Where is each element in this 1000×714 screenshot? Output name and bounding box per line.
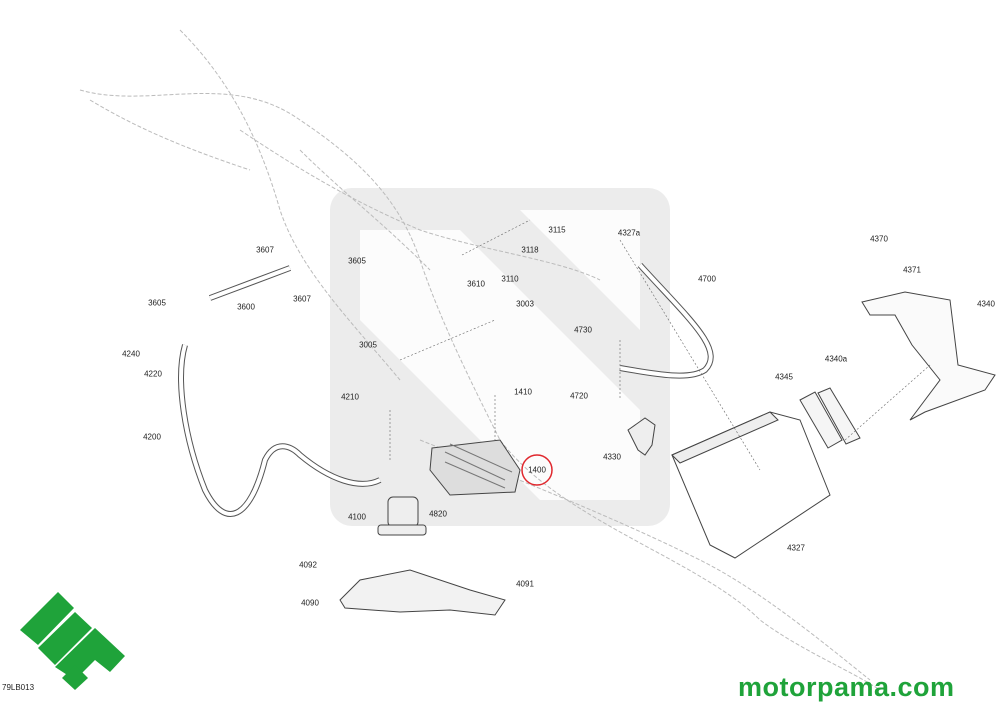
- drawing-code: 79LB013: [2, 683, 35, 692]
- part-label[interactable]: 3005: [359, 340, 377, 350]
- part-label[interactable]: 4210: [341, 392, 359, 402]
- part-label[interactable]: 4240: [122, 349, 140, 359]
- battery-4327[interactable]: [671, 411, 831, 559]
- part-label[interactable]: 4220: [144, 369, 162, 379]
- part-label[interactable]: 3607: [293, 294, 311, 304]
- part-label[interactable]: 4100: [348, 512, 366, 522]
- part-label[interactable]: 3115: [548, 225, 566, 235]
- part-label[interactable]: 4700: [698, 274, 716, 284]
- cables: [178, 262, 714, 517]
- part-label[interactable]: 3605: [348, 256, 366, 266]
- part-label[interactable]: 4345: [775, 372, 793, 382]
- part-label[interactable]: 3600: [237, 302, 255, 312]
- mp-logo: [20, 592, 125, 690]
- part-label[interactable]: 4330: [603, 452, 621, 462]
- pad-4345[interactable]: [799, 387, 861, 449]
- site-watermark: motorpama.com: [738, 672, 955, 702]
- part-label[interactable]: 3605: [148, 298, 166, 308]
- part-label[interactable]: 4370: [870, 234, 888, 244]
- part-label[interactable]: 4200: [143, 432, 161, 442]
- part-label[interactable]: 4327a: [617, 228, 641, 238]
- part-label[interactable]: 4340: [977, 299, 995, 309]
- part-label[interactable]: 4720: [570, 391, 588, 401]
- part-label[interactable]: 1410: [514, 387, 532, 397]
- part-label[interactable]: 3610: [467, 279, 485, 289]
- part-label[interactable]: 4730: [574, 325, 592, 335]
- part-label[interactable]: 4091: [516, 579, 534, 589]
- bracket-4340[interactable]: [861, 291, 996, 421]
- part-label[interactable]: 4371: [903, 265, 921, 275]
- part-label[interactable]: 4090: [301, 598, 319, 608]
- part-label[interactable]: 3003: [516, 299, 534, 309]
- highlight-circle: [521, 454, 553, 486]
- solenoid-4100[interactable]: [377, 496, 427, 536]
- part-label[interactable]: 3110: [501, 274, 519, 284]
- part-label[interactable]: 4820: [429, 509, 447, 519]
- bracket-4090[interactable]: [339, 569, 506, 616]
- voltage-regulator-1400[interactable]: [429, 439, 521, 496]
- part-label[interactable]: 4327: [787, 543, 805, 553]
- part-label[interactable]: 4340a: [824, 354, 848, 364]
- part-label[interactable]: 4092: [299, 560, 317, 570]
- cover-4330[interactable]: [627, 417, 656, 456]
- part-label[interactable]: 3118: [521, 245, 539, 255]
- part-label-highlighted[interactable]: 1400: [528, 465, 546, 475]
- part-label[interactable]: 3607: [256, 245, 274, 255]
